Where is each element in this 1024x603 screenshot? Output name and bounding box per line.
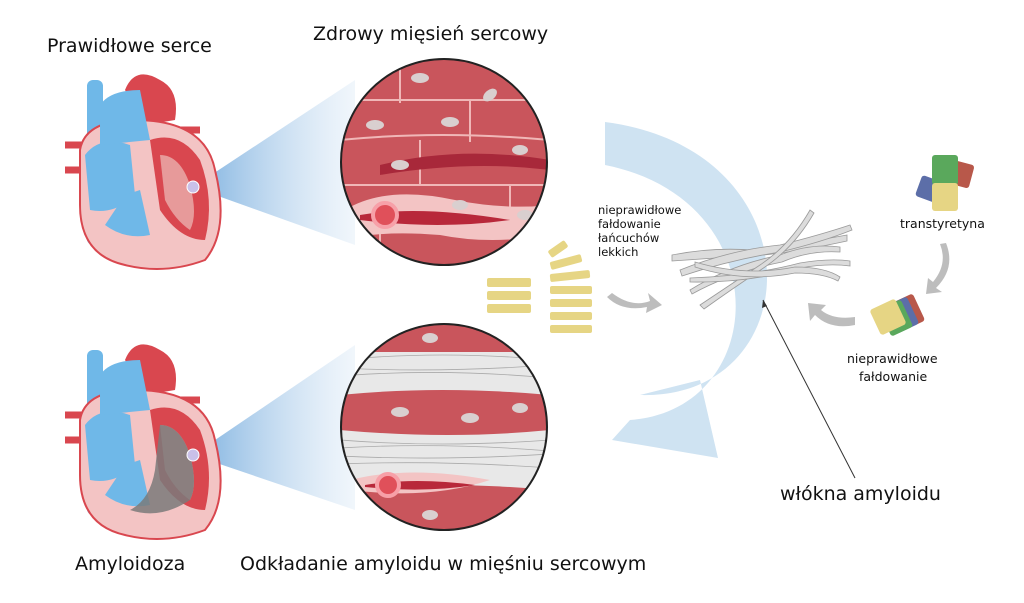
healthy-heart-illustration <box>65 74 221 269</box>
cycle-arrow <box>605 122 768 458</box>
amyloid-heart-illustration <box>65 344 221 539</box>
label-transthyretin: transtyretyna <box>900 216 985 231</box>
label-light-chain-misfold: nieprawidłowe fałdowanie łańcuchów lekki… <box>598 203 681 259</box>
arrow-ttr-down <box>926 243 950 294</box>
arrow-misfold-to-fibrils <box>808 303 855 327</box>
label-amyloidosis: Amyloidoza <box>75 553 185 575</box>
svg-text:lekkich: lekkich <box>598 245 638 259</box>
zoom-cone-top <box>193 80 355 245</box>
light-chain-stack-right <box>548 240 592 333</box>
svg-text:łańcuchów: łańcuchów <box>598 231 659 245</box>
light-chain-stack-left <box>487 278 531 313</box>
healthy-muscle-circle <box>341 59 547 265</box>
label-misfolding-2: fałdowanie <box>859 369 927 384</box>
arrow-chains-to-fibrils <box>607 293 662 313</box>
svg-text:fałdowanie: fałdowanie <box>598 217 661 231</box>
fibril-pointer-line <box>762 299 856 479</box>
label-healthy-muscle: Zdrowy mięsień sercowy <box>313 23 548 45</box>
label-amyloid-fibrils: włókna amyloidu <box>780 483 941 505</box>
label-amyloid-deposit: Odkładanie amyloidu w mięśniu sercowym <box>240 553 646 575</box>
label-healthy-heart: Prawidłowe serce <box>47 35 212 57</box>
zoom-cone-bottom <box>193 345 355 510</box>
amyloid-fibrils <box>671 209 853 310</box>
transthyretin-tetramer <box>915 155 975 211</box>
misfolded-ttr-monomers <box>870 294 925 336</box>
svg-text:nieprawidłowe: nieprawidłowe <box>598 203 681 217</box>
label-misfolding-1: nieprawidłowe <box>847 351 938 366</box>
